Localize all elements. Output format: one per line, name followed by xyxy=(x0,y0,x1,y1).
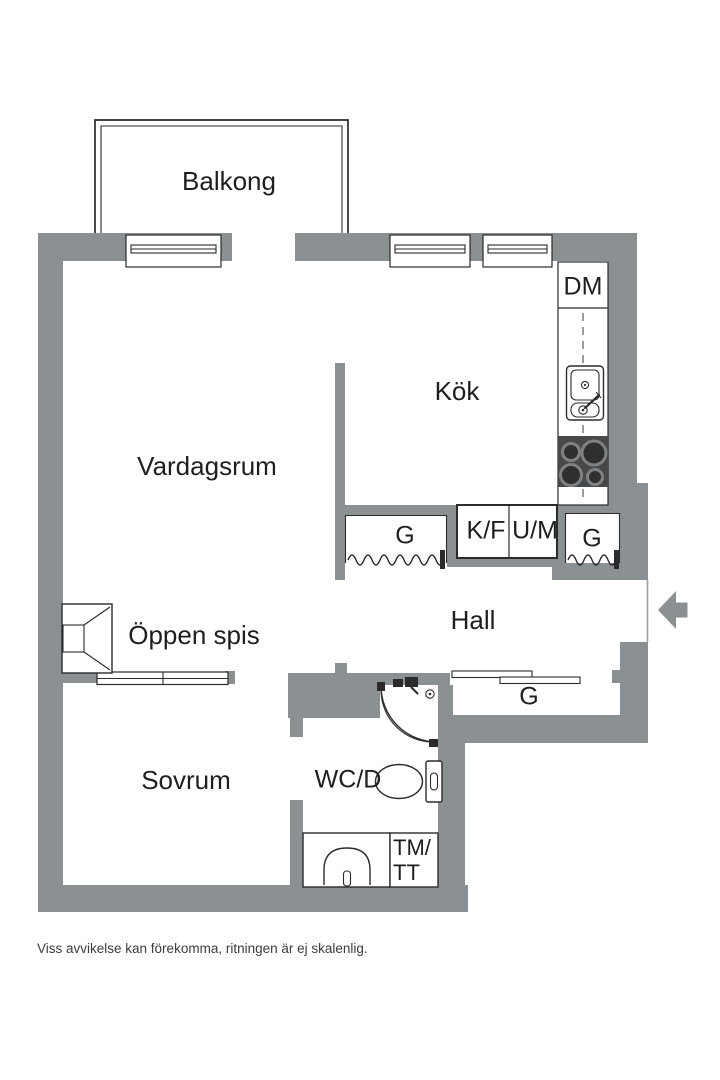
room-label-oppen-spis: Öppen spis xyxy=(128,620,260,650)
fixture-label-dm: DM xyxy=(563,272,603,301)
fixture-label-g-right: G xyxy=(582,524,602,553)
room-label-sovrum: Sovrum xyxy=(141,765,231,795)
fixture-label-g-left: G xyxy=(395,521,415,550)
stove-icon xyxy=(558,436,608,487)
wardrobe-left xyxy=(344,514,448,569)
room-label-hall: Hall xyxy=(450,605,496,635)
walls xyxy=(38,233,648,912)
window-icon xyxy=(482,234,553,268)
shower-icon xyxy=(377,677,438,747)
fixture-label-tmtt: TM/ TT xyxy=(393,835,431,885)
entry-arrow-icon xyxy=(658,591,688,629)
balcony-railing xyxy=(94,119,349,233)
balcony-door-opening xyxy=(232,233,295,261)
washbasin-icon xyxy=(302,832,391,888)
fixture-label-g-hall: G xyxy=(519,682,539,711)
fixture-label-um: U/M xyxy=(512,516,558,545)
window-icon xyxy=(125,234,222,268)
room-label-wcd: WC/D xyxy=(314,765,382,794)
washer-dryer-box xyxy=(389,832,439,888)
fireplace-icon xyxy=(61,603,113,674)
window-icon xyxy=(389,234,471,268)
fridge-freezer-unit xyxy=(456,504,558,559)
toilet-icon xyxy=(374,760,443,803)
disclaimer-text: Viss avvikelse kan förekomma, ritningen … xyxy=(37,941,368,956)
room-label-balkong: Balkong xyxy=(182,166,276,196)
room-label-kok: Kök xyxy=(434,376,480,406)
kitchen-sink-icon xyxy=(565,365,605,421)
wardrobe-hall-sliding-doors xyxy=(451,670,581,685)
glass-partition xyxy=(96,671,229,686)
room-label-vardagsrum: Vardagsrum xyxy=(137,451,277,481)
wardrobe-right xyxy=(564,512,621,569)
fixture-label-kf: K/F xyxy=(466,516,506,545)
